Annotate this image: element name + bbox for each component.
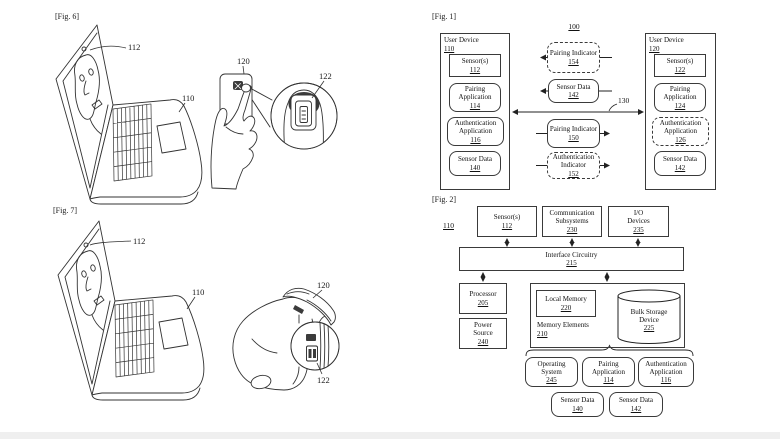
fig7-label: [Fig. 7] bbox=[53, 206, 77, 215]
fig7-ref-watch-120: 120 bbox=[317, 280, 330, 290]
fig7-thumb bbox=[250, 374, 272, 390]
fig1-right-device-title: User Device 120 bbox=[649, 36, 684, 53]
fig1-left-device-box: User Device 110 bbox=[440, 33, 510, 190]
fig6-magnifier-cone-lines bbox=[248, 87, 273, 128]
line-art-canvas: 112 110 120 122 bbox=[55, 24, 340, 401]
fig7-laptop-drawing bbox=[57, 220, 205, 401]
fig1-label: [Fig. 1] bbox=[432, 12, 456, 21]
fig2-software-brace bbox=[525, 344, 694, 357]
fig1-block-sensors-122: Sensor(s)122 bbox=[654, 54, 706, 77]
fig6-ref-phone-120: 120 bbox=[237, 56, 250, 66]
fig1-link-ref: 130 bbox=[618, 96, 630, 105]
fig1-system-ref: 100 bbox=[568, 22, 580, 31]
fig2-block-sensors-112: Sensor(s)112 bbox=[477, 206, 537, 237]
fig1-ref-130-leader bbox=[608, 103, 618, 112]
fig6-fingertip bbox=[241, 83, 251, 93]
fig6-ref-sensor-122: 122 bbox=[319, 71, 332, 81]
fig2-label: [Fig. 2] bbox=[432, 195, 456, 204]
fig6-label: [Fig. 6] bbox=[55, 12, 79, 21]
fig6-ref-laptop-110: 110 bbox=[182, 93, 194, 103]
fig7-ref-camera-112: 112 bbox=[133, 236, 145, 246]
fig7-watch-sensor-chip bbox=[293, 305, 304, 314]
fig7-ref-laptop-110: 110 bbox=[192, 287, 204, 297]
fig2-bulk-storage-cylinder bbox=[617, 296, 681, 344]
fig1-connection-lines bbox=[512, 54, 644, 169]
fig6-ref-camera-112: 112 bbox=[128, 42, 140, 52]
fig6-hand-outline bbox=[210, 85, 258, 190]
fig1-right-device-box: User Device 120 bbox=[645, 33, 716, 190]
fig2-memory-elements-box bbox=[530, 283, 685, 348]
fig7-reference-numerals: 112 110 120 122 bbox=[89, 236, 330, 385]
page-edge-band bbox=[0, 432, 780, 439]
fig6-sensor-ridges bbox=[301, 110, 306, 120]
fig6-reference-numerals: 112 110 120 122 bbox=[89, 42, 332, 113]
fig7-watch-band bbox=[282, 287, 336, 326]
fig1-left-device-title: User Device 110 bbox=[444, 36, 479, 53]
fig7-ref-sensor-122: 122 bbox=[317, 375, 330, 385]
fig6-phone-hand-drawing bbox=[210, 73, 338, 190]
fig2-device-ref: 110 bbox=[443, 221, 454, 230]
fig1-block-sensors-112: Sensor(s)112 bbox=[449, 54, 501, 77]
fig2-memory-elements-label: Memory Elements 210 bbox=[537, 321, 589, 338]
fig7-watch-hand-drawing bbox=[232, 287, 340, 391]
fig2-connection-lines bbox=[480, 238, 694, 357]
